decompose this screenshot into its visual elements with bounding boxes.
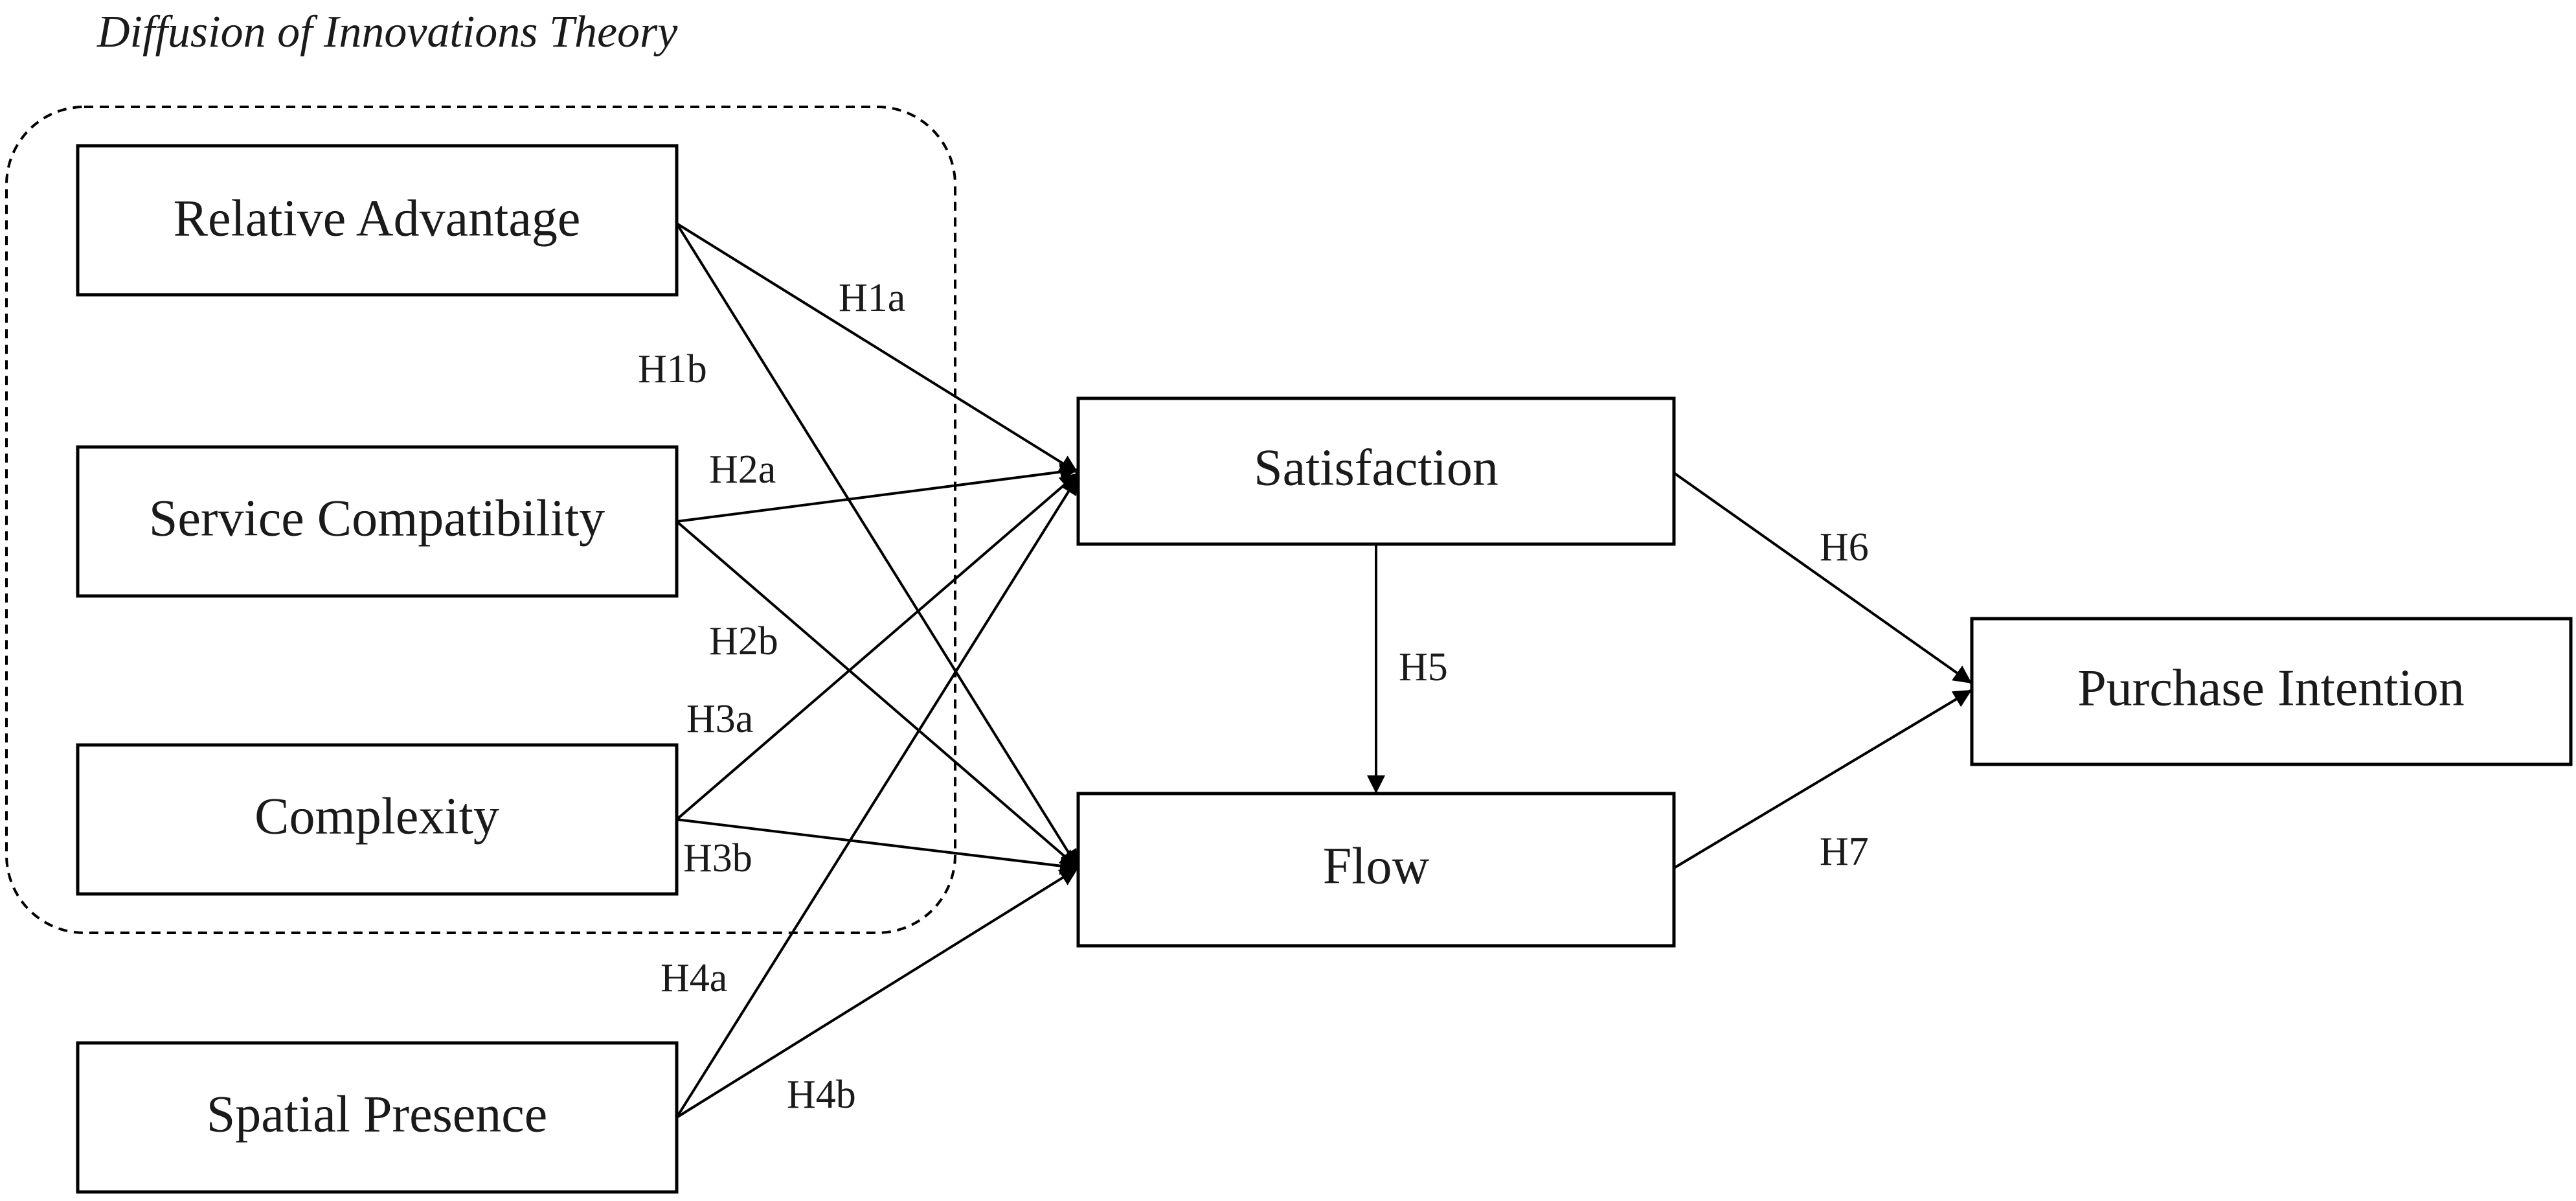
relative-advantage-label: Relative Advantage <box>174 190 581 247</box>
arrow-h6 <box>1673 472 1973 685</box>
hypothesis-h5: H5 <box>1399 645 1448 689</box>
arrow-h4b <box>675 867 1079 1119</box>
construct-spatial-presence: Spatial Presence <box>76 1041 679 1194</box>
hypothesis-h4b: H4b <box>787 1073 856 1117</box>
arrow-h1b <box>675 222 1079 869</box>
arrow-h2a <box>676 463 1079 523</box>
arrow-h4a <box>675 475 1079 1119</box>
flow-label: Flow <box>1323 838 1430 895</box>
construct-complexity: Complexity <box>76 743 679 896</box>
arrow-h3a <box>675 472 1079 821</box>
purchase-intention-label: Purchase Intention <box>2077 659 2465 716</box>
group-title: Diffusion of Innovations Theory <box>96 7 678 57</box>
hypothesis-h6: H6 <box>1820 525 1869 569</box>
hypothesis-h2b: H2b <box>709 619 778 663</box>
hypothesis-h7: H7 <box>1820 830 1869 874</box>
hypothesis-h1a: H1a <box>839 276 905 320</box>
arrow-h7 <box>1673 689 1973 869</box>
spatial-presence-label: Spatial Presence <box>207 1086 547 1143</box>
arrow-h1a <box>675 222 1079 474</box>
diffusion-of-innovations-group <box>5 106 956 934</box>
service-compatibility-label: Service Compatibility <box>149 490 605 547</box>
hypothesis-h4a: H4a <box>661 956 727 1000</box>
construct-relative-advantage: Relative Advantage <box>76 144 679 297</box>
arrow-h2b <box>675 520 1079 869</box>
construct-service-compatibility: Service Compatibility <box>76 445 679 598</box>
hypothesis-h2a: H2a <box>709 448 776 492</box>
hypothesis-labels: H1a H1b H2a H2b H3a H3b H4a H4b H5 H6 H7 <box>638 276 1869 1117</box>
arrow-h3b <box>676 818 1079 875</box>
complexity-label: Complexity <box>254 788 499 845</box>
path-arrows <box>675 222 1973 1119</box>
hypothesis-h3a: H3a <box>686 697 753 741</box>
construct-purchase-intention: Purchase Intention <box>1970 617 2573 766</box>
satisfaction-label: Satisfaction <box>1254 439 1498 496</box>
hypothesis-h3b: H3b <box>683 836 752 880</box>
construct-flow: Flow <box>1076 792 1676 948</box>
hypothesis-h1b: H1b <box>638 347 707 391</box>
construct-satisfaction: Satisfaction <box>1076 396 1676 546</box>
